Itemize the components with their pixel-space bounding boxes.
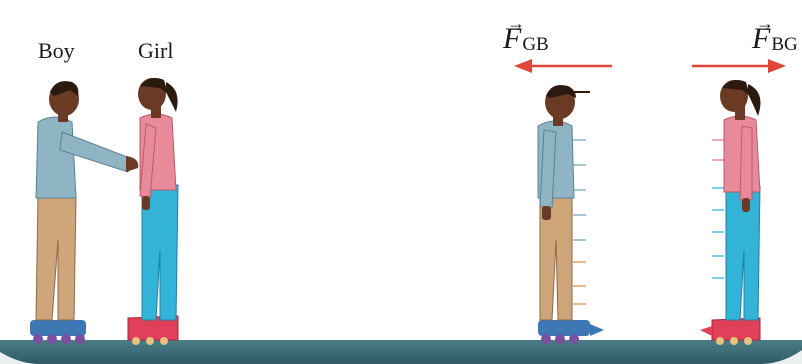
boy-pushing <box>30 81 138 344</box>
boy-label: Boy <box>38 38 75 64</box>
vector-arrow-icon: → <box>756 13 774 34</box>
force-label-gb: → FGB <box>503 22 549 56</box>
force-arrow-bg <box>692 59 786 73</box>
force-label-bg: → FBG <box>752 22 798 56</box>
floor <box>0 340 802 364</box>
vector-arrow-icon: → <box>507 13 525 34</box>
force-arrow-gb <box>514 59 612 73</box>
force-subscript-bg: BG <box>771 34 797 55</box>
girl-recoiling <box>700 80 760 345</box>
girl-label: Girl <box>138 38 173 64</box>
boy-recoiling <box>538 85 604 344</box>
girl-standing <box>128 78 178 345</box>
force-subscript-gb: GB <box>522 34 548 55</box>
